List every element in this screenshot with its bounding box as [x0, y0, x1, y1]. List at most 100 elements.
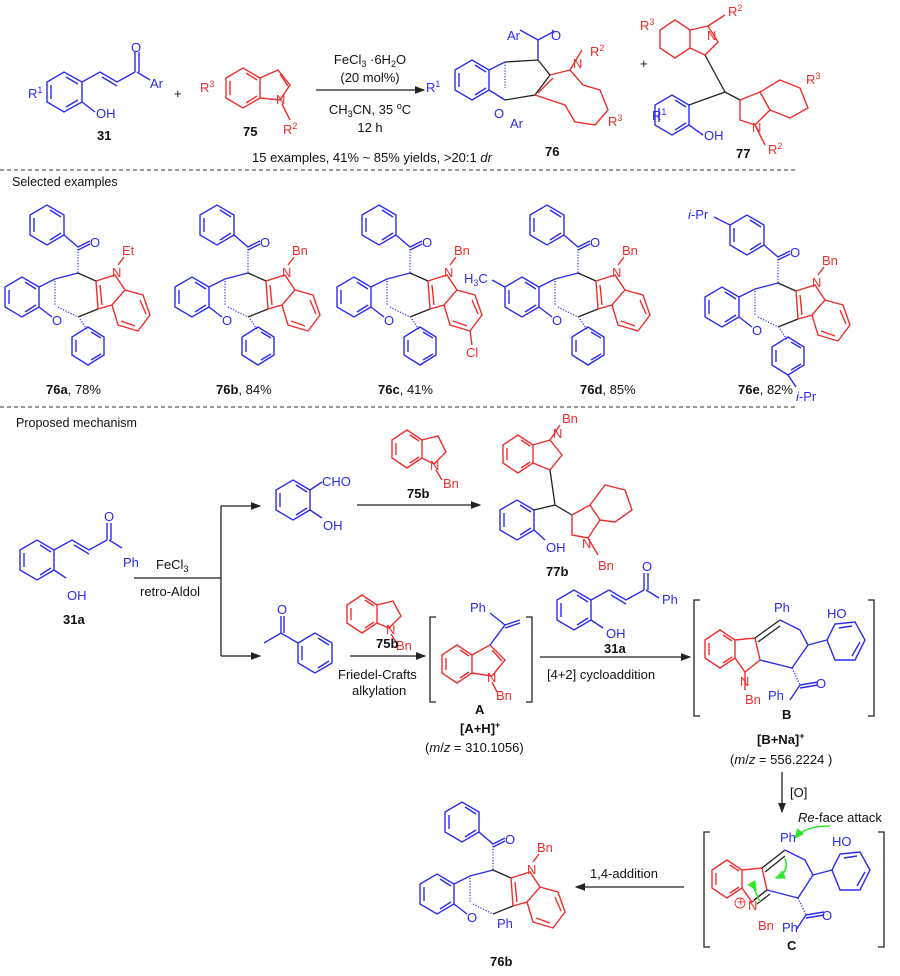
- reactant-31: R1 OH O Ar 31: [28, 40, 164, 143]
- n-atom: N: [573, 56, 582, 71]
- n-substituent: Bn: [537, 840, 553, 855]
- reagent-label: [O]: [790, 785, 807, 800]
- section-title: Selected examples: [12, 175, 118, 189]
- chromene-ring: [336, 276, 372, 318]
- reagent-fecl3: FeCl3: [156, 557, 188, 574]
- step-type: 1,4-addition: [590, 866, 658, 881]
- plus-sign: +: [174, 86, 182, 101]
- step-cycloaddition: O Ph OH 31a [4+2] cycloaddition: [540, 559, 692, 682]
- intermediate-A: Ph N Bn A [A+H]+ (m/z = 310.1056): [425, 600, 533, 755]
- n-atom: N: [812, 275, 821, 290]
- catalyst-loading: (20 mol%): [340, 70, 399, 85]
- bn-group: Bn: [443, 476, 459, 491]
- ms-ion: [B+Na]+: [757, 731, 805, 747]
- intermediate-C: Re-face attack + Ph HO N Bn Ph O C: [703, 810, 885, 953]
- step-to-77b: N Bn 75b: [357, 429, 482, 509]
- n-atom: N: [487, 670, 496, 685]
- phenyl-ring: [771, 336, 805, 376]
- r3-group: R3: [200, 79, 214, 95]
- r2-group: R2: [728, 3, 742, 19]
- reagent-label: 31a: [604, 641, 626, 656]
- carbonyl-o: O: [422, 235, 432, 250]
- n-atom: N: [444, 265, 453, 280]
- ar-group: Ar: [150, 76, 164, 91]
- compound-31a: O Ph OH 31a: [19, 509, 139, 627]
- bn-group: Bn: [562, 411, 578, 426]
- oh-group: OH: [96, 106, 116, 121]
- methyl-group: H3C: [464, 271, 488, 288]
- example-label-76c: 76c, 41%: [378, 382, 433, 397]
- section-title: Proposed mechanism: [16, 416, 137, 430]
- aldehyde-group: CHO: [322, 474, 351, 489]
- n-atom: N: [553, 426, 562, 441]
- step-friedel-crafts: N Bn 75b Friedel-Crafts alkylation: [338, 594, 427, 698]
- n-atom: N: [282, 265, 291, 280]
- oh-group: OH: [606, 626, 626, 641]
- reaction-conditions: FeCl3 ·6H2O (20 mol%) CH3CN, 35 oC 12 h: [316, 52, 426, 135]
- intermediate-B: Ph HO N Bn Ph O B [B+Na]+ (m/z = 556.222…: [693, 599, 875, 767]
- compound-label: 76: [545, 144, 559, 159]
- indole-ring: [427, 274, 458, 310]
- ph-group: Ph: [123, 555, 139, 570]
- bn-group: Bn: [745, 692, 761, 707]
- n-substituent: Et: [122, 243, 135, 258]
- reaction-time: 12 h: [357, 120, 382, 135]
- product-76: R1 O Ar Ar O N R2 R3 76: [426, 28, 622, 159]
- carbonyl-o: O: [260, 235, 270, 250]
- positive-charge-icon: [734, 897, 746, 909]
- salicylaldehyde: CHO OH: [275, 474, 351, 533]
- r1-group: R1: [426, 79, 440, 95]
- n-atom: N: [612, 265, 621, 280]
- r2-group: R2: [283, 121, 297, 137]
- compound-label: 77: [736, 146, 750, 161]
- n-atom: N: [430, 458, 439, 473]
- compound-label: A: [475, 702, 485, 717]
- chromene-ring: [704, 286, 740, 328]
- step-type-line1: Friedel-Crafts: [338, 667, 417, 682]
- r2-group: R2: [590, 43, 604, 59]
- indole-ring: [510, 871, 541, 907]
- oh-group: OH: [546, 540, 566, 555]
- oh-group: OH: [323, 518, 343, 533]
- chloro-group: Cl: [466, 345, 478, 360]
- bn-group: Bn: [598, 558, 614, 573]
- ether-o: O: [494, 106, 504, 121]
- plus-sign: +: [640, 56, 648, 71]
- bn-group: Bn: [396, 638, 412, 653]
- ar-group: Ar: [510, 116, 524, 131]
- compound-77b: N Bn OH N Bn 77b: [499, 411, 633, 579]
- solvent-temperature: CH3CN, 35 oC: [329, 101, 411, 119]
- step-type: retro-Aldol: [140, 584, 200, 599]
- ether-o: O: [222, 313, 232, 328]
- chromene-ring: [174, 276, 210, 318]
- ether-o: O: [552, 313, 562, 328]
- n-atom: N: [527, 862, 536, 877]
- isopropyl-group: i-Pr: [796, 389, 817, 404]
- phenyl-ring: [571, 326, 605, 366]
- example-label-76d: 76d, 85%: [580, 382, 636, 397]
- example-label-76b: 76b, 84%: [216, 382, 272, 397]
- benzoyl-ring: [444, 801, 480, 843]
- ether-o: O: [52, 313, 62, 328]
- step-1-4-addition: 1,4-addition: [574, 866, 684, 891]
- positive-charge-sign: +: [737, 894, 745, 909]
- ether-o: O: [467, 910, 477, 925]
- indole-ring: [595, 274, 626, 310]
- benzoyl-ring: [29, 204, 65, 246]
- r3-group: R3: [608, 113, 622, 129]
- n-substituent: Bn: [622, 243, 638, 258]
- r3-group: R3: [806, 71, 820, 87]
- ph-group: Ph: [768, 688, 784, 703]
- compound-label: 76b: [490, 954, 512, 969]
- phenyl-ring: [403, 326, 437, 366]
- ph-group: Ph: [470, 600, 486, 615]
- ph-group: Ph: [497, 916, 513, 931]
- n-atom: N: [112, 265, 121, 280]
- compound-label: 77b: [546, 564, 568, 579]
